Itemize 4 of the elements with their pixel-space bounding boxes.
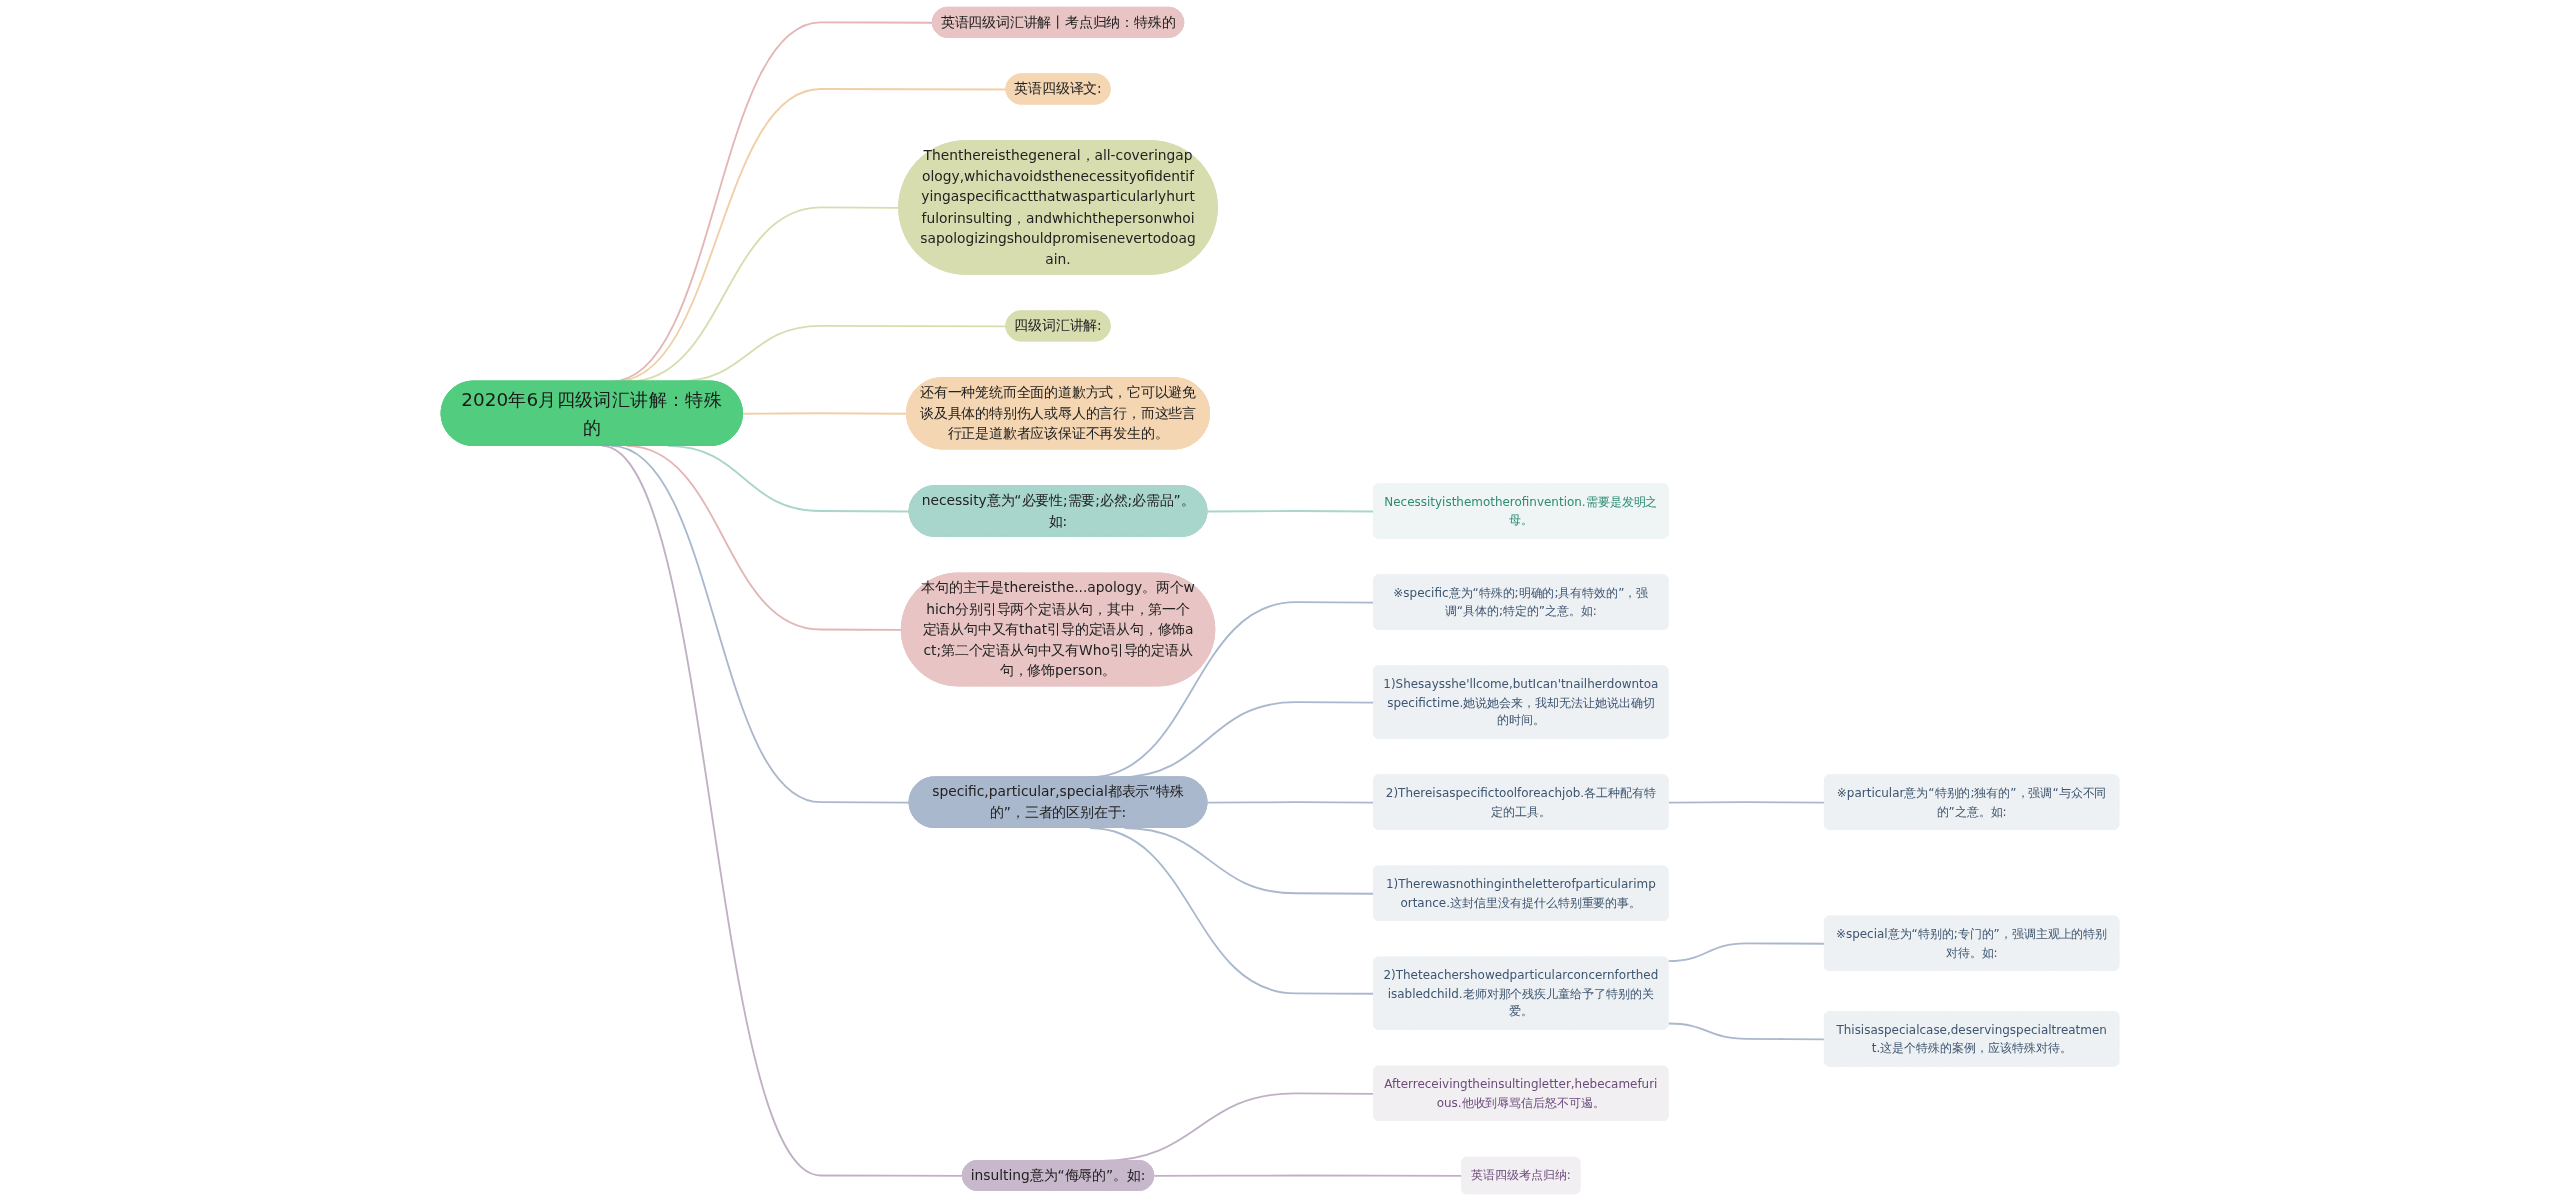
connector xyxy=(1667,942,1826,963)
connector xyxy=(1667,801,1826,804)
connector xyxy=(1667,1022,1826,1041)
connector xyxy=(741,412,908,415)
